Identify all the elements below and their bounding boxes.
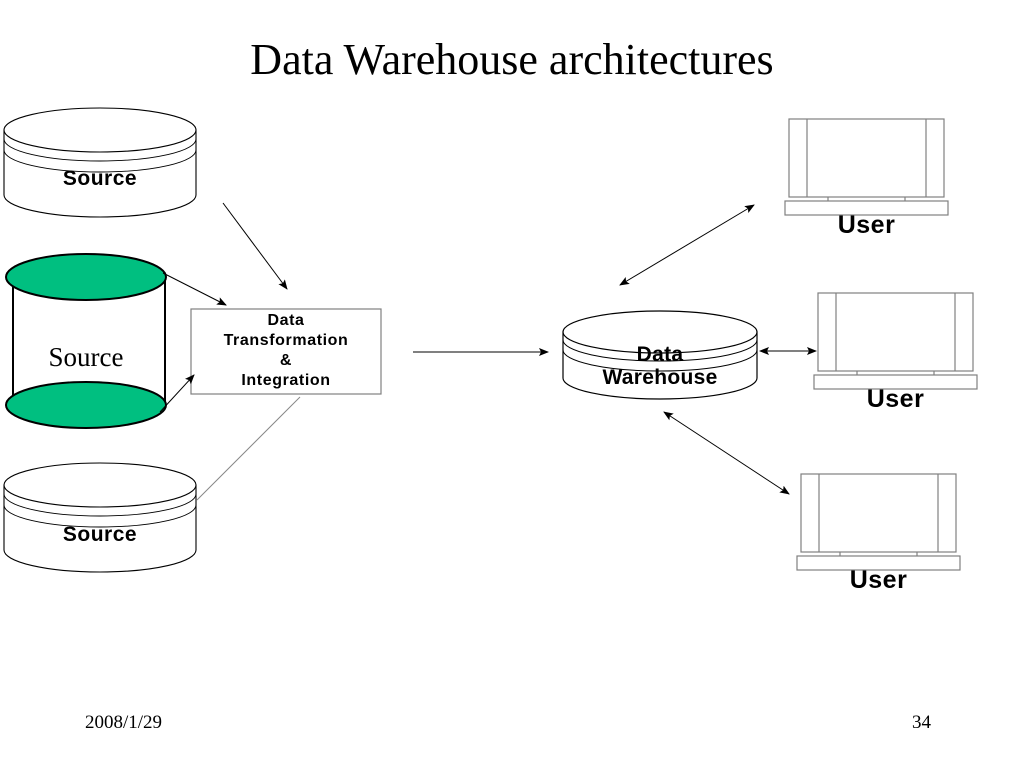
data-transformation-box-shape[interactable] [190, 308, 382, 395]
connector-warehouse-to-user-top [619, 204, 755, 286]
connector-warehouse-to-user-bottom [663, 411, 790, 495]
data-warehouse-shape[interactable] [562, 310, 758, 400]
source-middle-shape[interactable] [5, 253, 167, 429]
footer-page-number: 34 [912, 712, 931, 733]
user-middle-monitor-shape[interactable] [813, 292, 978, 390]
connector-source-middle-upper-to-process [162, 272, 227, 306]
connector-source-top-to-process [222, 202, 288, 290]
user-top-monitor-shape[interactable] [784, 118, 949, 216]
source-bottom-shape[interactable] [3, 462, 197, 573]
user-bottom-monitor-shape[interactable] [796, 473, 961, 571]
footer-date: 2008/1/29 [85, 712, 163, 733]
connector-source-bottom-to-process [196, 396, 301, 501]
page-title: Data Warehouse architectures [250, 35, 774, 84]
source-top-shape[interactable] [3, 107, 197, 218]
connector-source-middle-lower-to-process [159, 374, 195, 413]
